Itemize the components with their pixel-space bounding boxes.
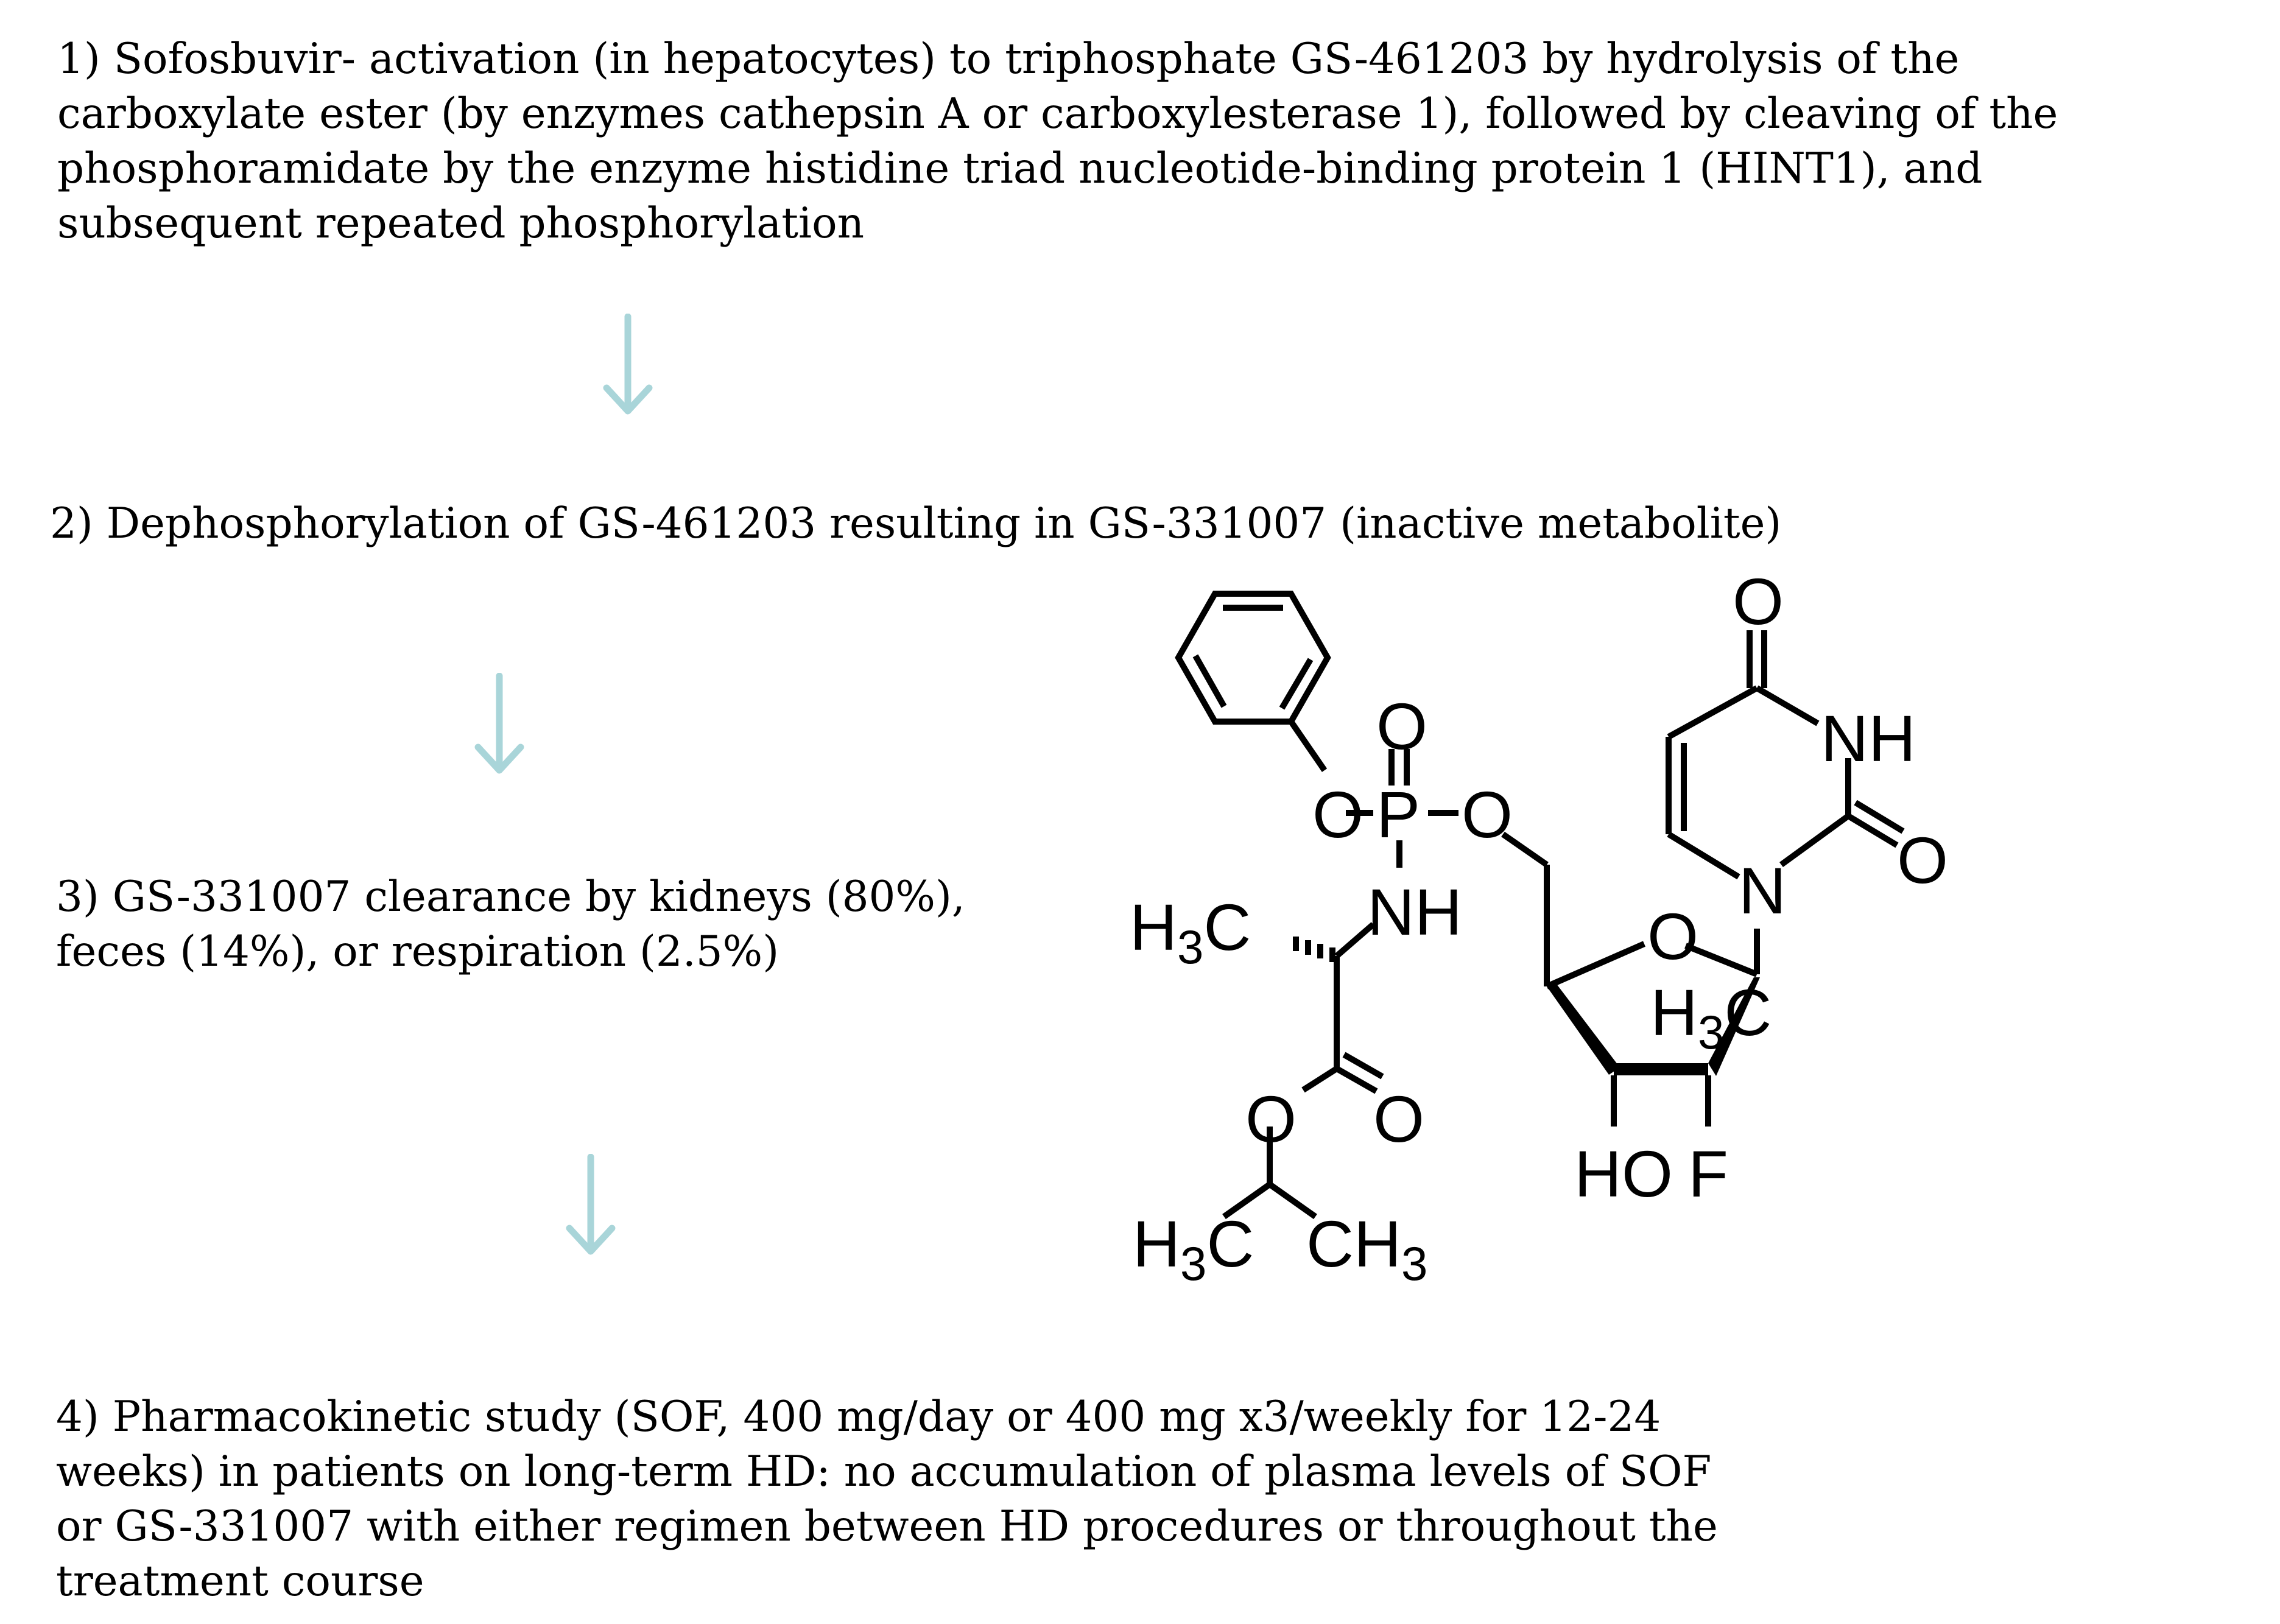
flow-arrow-down-1 <box>603 314 653 415</box>
step-1-line-4: subsequent repeated phosphorylation <box>57 199 865 248</box>
step-1-text: 1) Sofosbuvir- activation (in hepatocyte… <box>57 32 2067 251</box>
atom-h3c-alanine: H3C <box>1130 890 1251 974</box>
step-4-line-3: or GS-331007 with either regimen between… <box>56 1502 1718 1551</box>
atom-o-uracil-c2: O <box>1897 823 1948 897</box>
atom-o-phosphoryl: O <box>1376 689 1427 763</box>
atom-ho: HO <box>1574 1137 1673 1211</box>
atom-h3c-isopropyl: H3C <box>1133 1207 1254 1290</box>
bonds <box>1175 591 1905 1220</box>
step-1-line-3: phosphoramidate by the enzyme histidine … <box>57 144 1983 193</box>
atom-o-ester-link: O <box>1462 778 1513 851</box>
atom-o-carbonyl: O <box>1373 1082 1424 1156</box>
step-3-line-1: 3) GS-331007 clearance by kidneys (80%), <box>56 873 965 921</box>
atom-o-phenoxy: O <box>1312 778 1363 851</box>
atom-nh-amide: NH <box>1367 875 1462 949</box>
step-4-line-2: weeks) in patients on long-term HD: no a… <box>56 1447 1712 1496</box>
step-1-line-1: 1) Sofosbuvir- activation (in hepatocyte… <box>57 35 1960 83</box>
atom-ch3-isopropyl: CH3 <box>1306 1207 1427 1290</box>
atom-o-ring: O <box>1647 899 1698 973</box>
step-4-line-4: treatment course <box>56 1557 424 1606</box>
sofosbuvir-structure: O NH O N O O P O NH O H3C H3C O O HO F H… <box>1130 564 1948 1290</box>
step-3-line-2: feces (14%), or respiration (2.5%) <box>56 927 779 976</box>
step-2-line-1: 2) Dephosphorylation of GS-461203 result… <box>50 499 1782 548</box>
atom-p: P <box>1376 778 1420 851</box>
step-2-text: 2) Dephosphorylation of GS-461203 result… <box>50 496 1816 551</box>
atom-f: F <box>1688 1137 1728 1211</box>
flow-arrow-down-2 <box>474 673 524 774</box>
flow-arrow-down-3 <box>566 1154 616 1255</box>
atom-nh-uracil: NH <box>1821 701 1916 775</box>
atom-o-ester: O <box>1245 1082 1297 1156</box>
step-4-text: 4) Pharmacokinetic study (SOF, 400 mg/da… <box>56 1390 1737 1609</box>
atom-n-uracil: N <box>1739 854 1786 927</box>
atom-h3c-sugar: H3C <box>1650 975 1772 1059</box>
step-3-text: 3) GS-331007 clearance by kidneys (80%),… <box>56 870 1006 979</box>
step-4-line-1: 4) Pharmacokinetic study (SOF, 400 mg/da… <box>56 1393 1661 1441</box>
step-1-line-2: carboxylate ester (by enzymes cathepsin … <box>57 90 2058 138</box>
atom-o-carbonyl-uracil: O <box>1733 564 1784 638</box>
